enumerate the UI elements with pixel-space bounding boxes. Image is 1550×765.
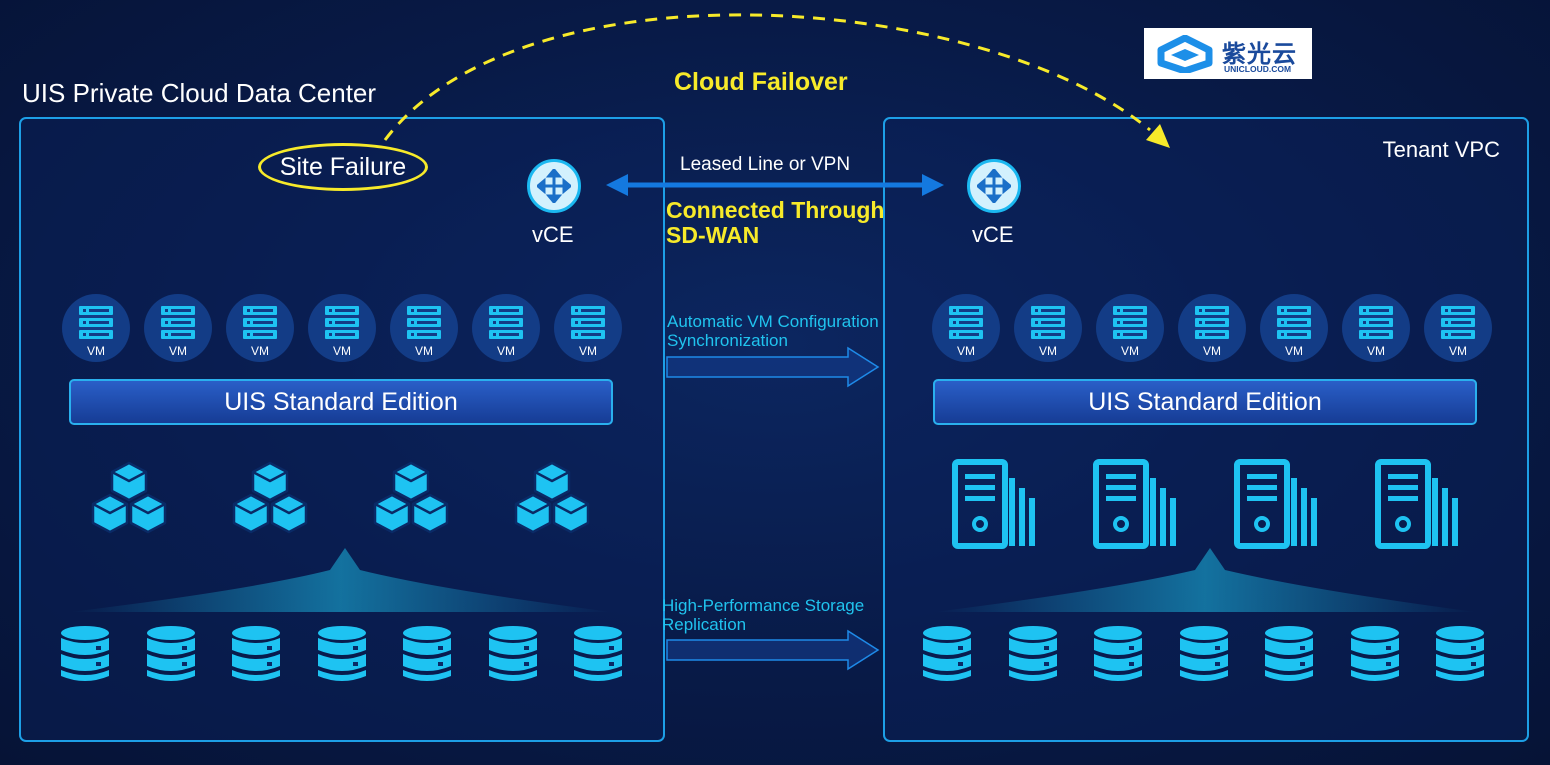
logo-domain: UNICLOUD.COM	[1224, 64, 1292, 74]
vm-node: VM	[226, 294, 294, 362]
sdwan-label-line2: SD-WAN	[666, 222, 760, 248]
vm-node: VM	[1178, 294, 1246, 362]
vm-label: VM	[1203, 344, 1221, 358]
vm-sync-label: Automatic VM Configuration Synchronizati…	[667, 312, 879, 350]
storage-sync-label: High-Performance Storage Replication	[662, 596, 864, 634]
unicloud-logo: 紫光云 UNICLOUD.COM	[1144, 28, 1312, 79]
vm-node: VM	[1424, 294, 1492, 362]
database-icon	[402, 626, 452, 689]
storage-sync-arrow	[666, 629, 880, 671]
vm-label: VM	[579, 344, 597, 358]
database-icon	[317, 626, 367, 689]
vm-node: VM	[144, 294, 212, 362]
storage-sync-label-line2: Replication	[662, 615, 747, 634]
left-vce-router-icon	[527, 159, 581, 213]
vm-node: VM	[390, 294, 458, 362]
vm-label: VM	[1367, 344, 1385, 358]
vm-node: VM	[472, 294, 540, 362]
vm-node: VM	[1014, 294, 1082, 362]
cubes-icon	[88, 461, 170, 550]
vm-sync-arrow	[666, 346, 880, 388]
database-icon	[922, 626, 972, 689]
storage-sync-label-line1: High-Performance Storage	[662, 596, 865, 615]
leased-line-arrowhead-right	[922, 174, 944, 196]
vm-label: VM	[251, 344, 269, 358]
database-icon	[488, 626, 538, 689]
right-compute-glow	[934, 548, 1476, 612]
vm-node: VM	[1342, 294, 1410, 362]
logo-name: 紫光云	[1222, 40, 1297, 68]
vm-label: VM	[957, 344, 975, 358]
cubes-icon	[229, 461, 311, 550]
cloud-failover-label: Cloud Failover	[674, 68, 848, 96]
leased-line-arrowhead-left	[606, 174, 628, 196]
tower-servers-icon	[1233, 458, 1325, 555]
vm-sync-label-line2: Synchronization	[667, 331, 788, 350]
database-icon	[1435, 626, 1485, 689]
tower-servers-icon	[1374, 458, 1466, 555]
cubes-icon	[511, 461, 593, 550]
vm-label: VM	[169, 344, 187, 358]
vm-node: VM	[62, 294, 130, 362]
sdwan-label: Connected Through SD-WAN	[666, 198, 884, 248]
sdwan-label-line1: Connected Through	[666, 197, 885, 223]
database-icon	[1264, 626, 1314, 689]
vm-label: VM	[1121, 344, 1139, 358]
vm-label: VM	[333, 344, 351, 358]
vm-node: VM	[1260, 294, 1328, 362]
vm-node: VM	[1096, 294, 1164, 362]
database-icon	[1008, 626, 1058, 689]
cubes-icon	[370, 461, 452, 550]
vm-label: VM	[1039, 344, 1057, 358]
database-icon	[146, 626, 196, 689]
left-compute-glow	[70, 548, 612, 612]
vm-node: VM	[554, 294, 622, 362]
left-vce-label: vCE	[532, 222, 574, 247]
cloud-failover-arrowhead	[1146, 124, 1170, 148]
right-uis-standard-edition: UIS Standard Edition	[933, 379, 1477, 425]
database-icon	[1093, 626, 1143, 689]
vm-sync-label-line1: Automatic VM Configuration	[667, 312, 879, 331]
database-icon	[1179, 626, 1229, 689]
cloud-failover-arc	[383, 13, 1151, 141]
left-site-title: UIS Private Cloud Data Center	[22, 78, 377, 108]
left-uis-standard-edition: UIS Standard Edition	[69, 379, 613, 425]
tower-servers-icon	[1092, 458, 1184, 555]
vm-label: VM	[1285, 344, 1303, 358]
database-icon	[573, 626, 623, 689]
vm-node: VM	[308, 294, 376, 362]
site-failure-label: Site Failure	[258, 143, 428, 191]
database-icon	[60, 626, 110, 689]
tower-servers-icon	[951, 458, 1043, 555]
vm-label: VM	[1449, 344, 1467, 358]
right-vce-router-icon	[967, 159, 1021, 213]
vm-label: VM	[497, 344, 515, 358]
right-site-title: Tenant VPC	[1382, 137, 1500, 162]
unicloud-logo-icon	[1157, 35, 1213, 73]
database-icon	[1350, 626, 1400, 689]
database-icon	[231, 626, 281, 689]
right-vce-label: vCE	[972, 222, 1014, 247]
vm-label: VM	[87, 344, 105, 358]
vm-node: VM	[932, 294, 1000, 362]
leased-line-label: Leased Line or VPN	[680, 154, 851, 175]
vm-label: VM	[415, 344, 433, 358]
